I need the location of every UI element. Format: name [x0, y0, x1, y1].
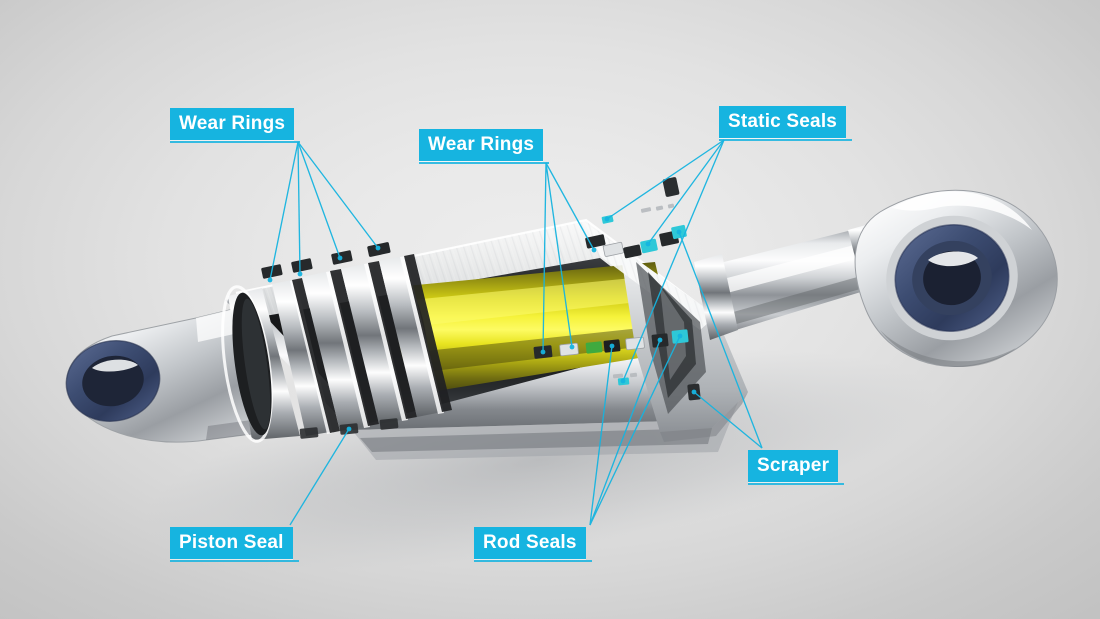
label-wear-rings-piston[interactable]: Wear Rings [170, 108, 301, 143]
piston-seal-groove-3 [368, 261, 417, 419]
leader-piston-seal [289, 426, 352, 526]
label-wear-rings-rod[interactable]: Wear Rings [419, 129, 550, 164]
leader-lines [267, 139, 763, 526]
leader-wear-rings-rod [540, 162, 597, 355]
piston-wear-rings [272, 254, 452, 436]
leader-scraper [676, 229, 763, 449]
piston-seal-groove-4 [404, 254, 452, 412]
piston-seal-groove-2 [330, 269, 379, 426]
leader-rod-seals [589, 333, 683, 526]
label-scraper[interactable]: Scraper [748, 450, 845, 485]
piston [221, 242, 452, 443]
piston-seal-groove-1 [292, 278, 340, 433]
rod-eye-left [65, 304, 269, 443]
rod-eye-right [854, 189, 1058, 368]
label-piston-seal[interactable]: Piston Seal [170, 527, 299, 562]
label-static-seals[interactable]: Static Seals [719, 106, 853, 141]
leader-wear-rings-piston [267, 141, 381, 283]
leader-static-seals [604, 139, 725, 384]
label-rod-seals[interactable]: Rod Seals [474, 527, 592, 562]
barrel-cut-rim [221, 285, 273, 443]
static-seal-marks [612, 203, 675, 379]
